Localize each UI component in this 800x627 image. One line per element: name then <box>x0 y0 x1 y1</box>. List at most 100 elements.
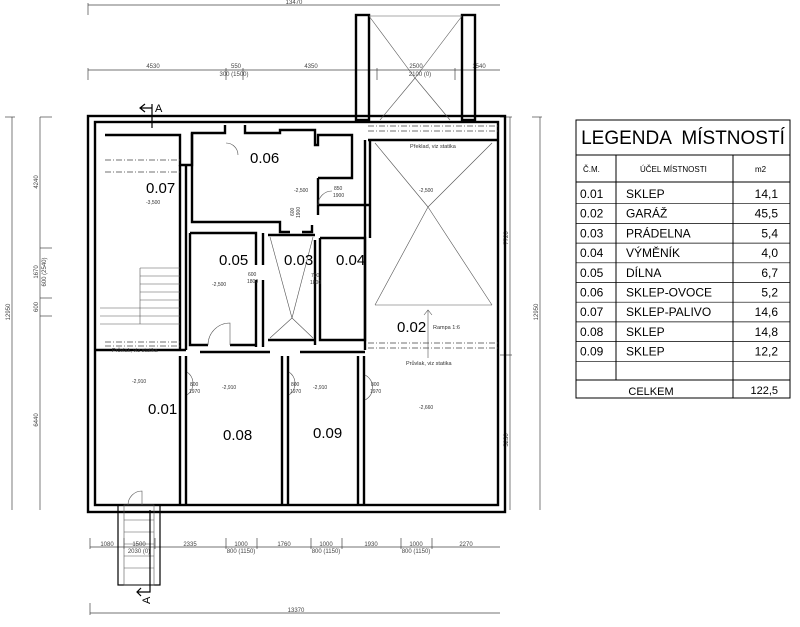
legend-area: 14,6 <box>755 305 779 319</box>
door-width: 600 <box>290 207 296 216</box>
door-height: 1800 <box>247 279 258 285</box>
dim-bottom: 1930 <box>364 542 378 548</box>
legend-area: 4,0 <box>761 246 778 260</box>
dim-top-total: 13470 <box>286 0 303 6</box>
legend-area: 5,2 <box>761 286 778 300</box>
section-marker-top: A <box>155 103 163 115</box>
dim-bottom: 2030 (0) <box>128 549 150 555</box>
dim-left: 4240 <box>34 175 40 189</box>
door-width: 600 <box>248 272 257 278</box>
room-0.06-label: 0.06 <box>250 150 279 167</box>
legend-num: 0.05 <box>580 266 604 280</box>
door-width: 800 <box>371 382 380 388</box>
dim-top: 4530 <box>146 64 160 70</box>
level-label: -2,500 <box>419 188 433 194</box>
dim-bottom: 800 (1150) <box>227 549 256 555</box>
legend-area: 6,7 <box>761 266 778 280</box>
legend-row: 0.09 SKLEP 12,2 <box>580 345 778 359</box>
legend-num: 0.06 <box>580 286 604 300</box>
level-label: -3,500 <box>146 200 160 206</box>
legend-area: 12,2 <box>755 345 779 359</box>
dim-top: 550 <box>231 64 242 70</box>
legend-purpose: SKLEP <box>626 345 665 359</box>
dim-left: 1670 <box>34 265 40 279</box>
dim-left-total: 12950 <box>6 303 12 320</box>
note-pruvlak: Průvlak, viz statika <box>406 360 452 367</box>
legend-area: 14,8 <box>755 325 779 339</box>
dim-top: 4350 <box>304 64 318 70</box>
room-0.02-label: 0.02 <box>397 319 426 336</box>
dim-bottom-total: 13370 <box>288 608 305 614</box>
legend-purpose: GARÁŽ <box>626 206 667 221</box>
level-label: -2,910 <box>222 385 236 391</box>
legend-num: 0.03 <box>580 226 604 240</box>
legend-row: 0.05 DÍLNA 6,7 <box>580 265 778 280</box>
room-0.05-label: 0.05 <box>219 252 248 269</box>
legend-num: 0.07 <box>580 305 604 319</box>
door-height: 1970 <box>370 389 381 395</box>
dim-bottom: 1760 <box>277 542 291 548</box>
door-labels: 850 1900 600 1900 600 1800 700 1800 800 … <box>189 186 381 395</box>
dim-top: 2100 (0) <box>409 72 431 78</box>
legend-purpose: SKLEP <box>626 325 665 339</box>
dim-top: 300 (1500) <box>219 72 248 78</box>
legend-num: 0.09 <box>580 345 604 359</box>
dim-right: 5230 <box>504 433 510 447</box>
note-preklad: Překlad, viz statika <box>410 144 457 150</box>
dimension-labels: 13470 4530 550 300 (1500) 4350 2500 2100… <box>6 0 540 614</box>
dim-bottom: 1000 <box>409 542 423 548</box>
legend-area: 45,5 <box>755 207 779 221</box>
legend-title: LEGENDA MÍSTNOSTÍ <box>581 128 785 149</box>
dim-bottom: 1000 <box>319 542 333 548</box>
legend-purpose: SKLEP <box>626 187 665 201</box>
dim-bottom: 1000 <box>234 542 248 548</box>
note-pruvlak: Průvlak, viz statika <box>112 347 158 354</box>
walls <box>86 13 507 597</box>
legend-header-num: Č.M. <box>583 165 600 174</box>
door-height: 1900 <box>333 193 344 199</box>
level-label: -2,910 <box>132 379 146 385</box>
room-legend-table: LEGENDA MÍSTNOSTÍ Č.M. ÚČEL MÍSTNOSTI m2… <box>575 119 791 399</box>
dim-left: 600 <box>34 301 40 312</box>
legend-row: 0.08 SKLEP 14,8 <box>580 325 778 339</box>
door-width: 800 <box>291 382 300 388</box>
dimension-lines <box>5 3 542 615</box>
legend-row: 0.01 SKLEP 14,1 <box>580 187 778 201</box>
door-height: 1970 <box>290 389 301 395</box>
legend-purpose: PRÁDELNA <box>626 225 691 240</box>
legend-area: 14,1 <box>755 187 779 201</box>
level-label: -2,660 <box>419 405 433 411</box>
level-label: -2,500 <box>212 282 226 288</box>
dim-top: 2500 <box>409 64 423 70</box>
legend-purpose: DÍLNA <box>626 265 661 280</box>
legend-total-area: 122,5 <box>750 385 778 397</box>
dim-left: 600 (2540) <box>42 257 48 286</box>
dim-bottom: 2335 <box>183 542 197 548</box>
dim-bottom: 1500 <box>132 542 146 548</box>
dim-bottom: 1080 <box>100 542 114 548</box>
legend-num: 0.08 <box>580 325 604 339</box>
level-label: -2,500 <box>294 188 308 194</box>
level-label: -2,910 <box>313 385 327 391</box>
room-0.09-label: 0.09 <box>313 425 342 442</box>
legend-num: 0.01 <box>580 187 604 201</box>
door-height: 1970 <box>189 389 200 395</box>
room-0.04-label: 0.04 <box>336 252 365 269</box>
note-rampa: Rampa 1:6 <box>433 325 460 331</box>
room-0.01-label: 0.01 <box>148 401 177 418</box>
dim-top: 1540 <box>472 64 486 70</box>
legend-row: 0.07 SKLEP-PALIVO 14,6 <box>580 305 778 319</box>
room-0.08-label: 0.08 <box>223 427 252 444</box>
room-0.03-label: 0.03 <box>284 252 313 269</box>
door-width: 800 <box>190 382 199 388</box>
legend-header-area: m2 <box>755 165 767 174</box>
section-marker-bottom: A <box>141 596 153 604</box>
door-height: 1800 <box>310 280 321 286</box>
legend-purpose: SKLEP-PALIVO <box>626 305 711 319</box>
dim-right-total: 12950 <box>534 303 540 320</box>
door-width: 700 <box>311 273 320 279</box>
legend-purpose: VÝMĚNÍK <box>626 245 680 260</box>
